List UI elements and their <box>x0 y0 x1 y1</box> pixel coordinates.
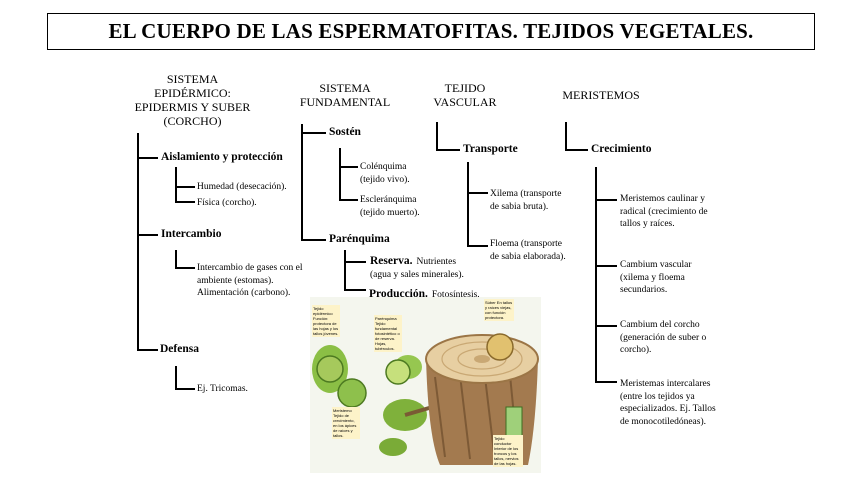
col1-header-line: SISTEMA <box>120 72 265 86</box>
col1-sub2 <box>176 250 195 268</box>
col1-header: SISTEMA EPIDÉRMICO: EPIDERMIS Y SUBER (C… <box>120 72 265 128</box>
col2-item-line: Colénquima <box>360 161 410 174</box>
col3-branch1-label: Transporte <box>463 143 518 155</box>
floema-item: Floema (transporte de sabia elaborada). <box>490 238 566 263</box>
parenchyma-callout: Parénquima Tejido fundamental fotosintét… <box>374 315 402 352</box>
col3-trunk <box>437 122 460 150</box>
xilema-item: Xilema (transporte de sabia bruta). <box>490 188 562 213</box>
col1-sub1 <box>176 167 195 202</box>
plant-tissue-illustration: Tejido epidérmico Función: protectora de… <box>310 297 541 473</box>
col2-sub2 <box>345 250 366 290</box>
col2-trunk <box>302 124 326 240</box>
epidermis-callout: Tejido epidérmico Función: protectora de… <box>312 305 340 337</box>
col1-branch2-item: Intercambio de gases con el ambiente (es… <box>197 262 303 300</box>
col4-sub <box>596 167 617 382</box>
col4-item-line: corcho). <box>620 344 706 357</box>
col4-item-line: de monocotiledóneas). <box>620 416 716 429</box>
col4-trunk <box>566 122 588 150</box>
col1-branch1-label: Aislamiento y protección <box>161 151 283 163</box>
reserva-item: Reserva. Nutrientes (agua y sales minera… <box>370 254 464 281</box>
col2-header: SISTEMA FUNDAMENTAL <box>290 81 400 109</box>
col4-item-line: especializados. Ej. Tallos <box>620 403 716 416</box>
col4-item: Cambium del corcho (generación de suber … <box>620 319 706 357</box>
col2-sub1 <box>340 148 358 200</box>
col4-item-line: radical (crecimiento de <box>620 206 708 219</box>
epidermis-magnifier <box>317 356 343 382</box>
col4-item-line: (entre los tejidos ya <box>620 391 716 404</box>
col2-item-line: (tejido muerto). <box>360 207 420 220</box>
reserva-text: Nutrientes <box>416 257 456 267</box>
col4-item-line: Cambium vascular <box>620 259 692 272</box>
floema-line: Floema (transporte <box>490 238 566 251</box>
pith-core <box>474 355 490 363</box>
col1-branch1-item: Física (corcho). <box>197 197 257 210</box>
col1-branch2-label: Intercambio <box>161 228 221 240</box>
col1-branch2-item-line: Intercambio de gases con el <box>197 262 303 275</box>
col1-branch3-label: Defensa <box>160 343 199 355</box>
col4-item-line: Meristemas intercalares <box>620 378 716 391</box>
col4-item-line: Meristemos caulinar y <box>620 193 708 206</box>
reserva-label: Reserva. <box>370 255 412 267</box>
col1-branch3-item: Ej. Tricomas. <box>197 383 248 396</box>
col1-header-line: EPIDERMIS Y SUBER <box>120 100 265 114</box>
meristem-callout: Meristemo Tejido de crecimiento, en los … <box>332 407 360 439</box>
parenchyma-magnifier <box>386 360 410 384</box>
col2-branch1-item: Colénquima (tejido vivo). <box>360 161 410 186</box>
floema-line: de sabia elaborada). <box>490 251 566 264</box>
col4-item-line: secundarios. <box>620 284 692 297</box>
col1-header-line: EPIDÉRMICO: <box>120 86 265 100</box>
meristem-magnifier <box>338 379 366 407</box>
col3-sub <box>468 162 488 246</box>
col4-item-line: (generación de suber o <box>620 332 706 345</box>
col3-header-line: TEJIDO <box>420 81 510 95</box>
col4-branch1-label: Crecimiento <box>591 143 651 155</box>
col4-item: Meristemos caulinar y radical (crecimien… <box>620 193 708 231</box>
col1-branch2-item-line: Alimentación (carbono). <box>197 287 303 300</box>
leaf-shape <box>379 438 407 456</box>
conductor-callout: Tejido conductor Interior de los troncos… <box>493 435 523 467</box>
col3-header: TEJIDO VASCULAR <box>420 81 510 109</box>
col2-header-line: SISTEMA <box>290 81 400 95</box>
col1-trunk <box>138 133 158 350</box>
xilema-line: Xilema (transporte <box>490 188 562 201</box>
col1-branch2-item-line: ambiente (estomas). <box>197 275 303 288</box>
col4-header: MERISTEMOS <box>546 88 656 102</box>
col1-sub3 <box>176 366 195 389</box>
col2-item-line: (tejido vivo). <box>360 174 410 187</box>
col3-header-line: VASCULAR <box>420 95 510 109</box>
col1-branch1-item: Humedad (desecación). <box>197 181 287 194</box>
suber-magnifier <box>487 334 513 360</box>
col2-branch1-label: Sostén <box>329 126 361 138</box>
col4-item-line: tallos y raíces. <box>620 218 708 231</box>
col4-item-line: Cambium del corcho <box>620 319 706 332</box>
col4-item: Meristemas intercalares (entre los tejid… <box>620 378 716 428</box>
suber-callout: Súber En tallos y raíces viejas, con fun… <box>484 299 514 321</box>
col2-branch2-label: Parénquima <box>329 233 390 245</box>
reserva-text2: (agua y sales minerales). <box>370 269 464 282</box>
col2-item-line: Escleránquima <box>360 194 420 207</box>
col1-header-line: (CORCHO) <box>120 114 265 128</box>
col4-item: Cambium vascular (xilema y floema secund… <box>620 259 692 297</box>
col4-item-line: (xilema y floema <box>620 272 692 285</box>
col2-branch1-item: Escleránquima (tejido muerto). <box>360 194 420 219</box>
xilema-line: de sabia bruta). <box>490 201 562 214</box>
col2-header-line: FUNDAMENTAL <box>290 95 400 109</box>
